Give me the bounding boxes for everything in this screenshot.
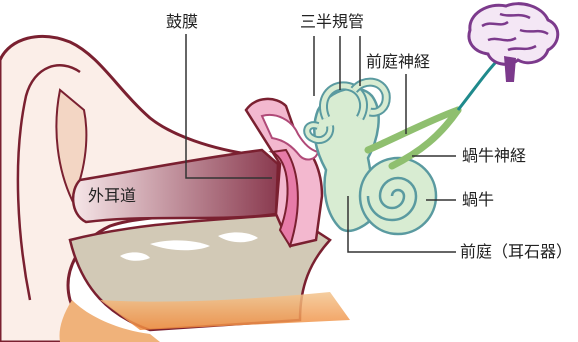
cochlea-shell bbox=[360, 158, 436, 234]
cochlea-label: 蝸牛 bbox=[462, 192, 494, 208]
brain-outline bbox=[469, 4, 558, 65]
ear-canal-label: 外耳道 bbox=[88, 188, 136, 204]
vestibular-nerve-label: 前庭神経 bbox=[366, 54, 430, 70]
cochlear-nerve-label: 蝸牛神経 bbox=[462, 148, 526, 164]
inner-ear bbox=[307, 82, 436, 234]
brain bbox=[469, 4, 558, 82]
semicircular-canals-label: 三半規管 bbox=[300, 14, 364, 30]
brain-stem bbox=[504, 56, 516, 82]
vestibule-label: 前庭（耳石器） bbox=[460, 244, 572, 260]
eardrum-label: 鼓膜 bbox=[166, 14, 198, 30]
